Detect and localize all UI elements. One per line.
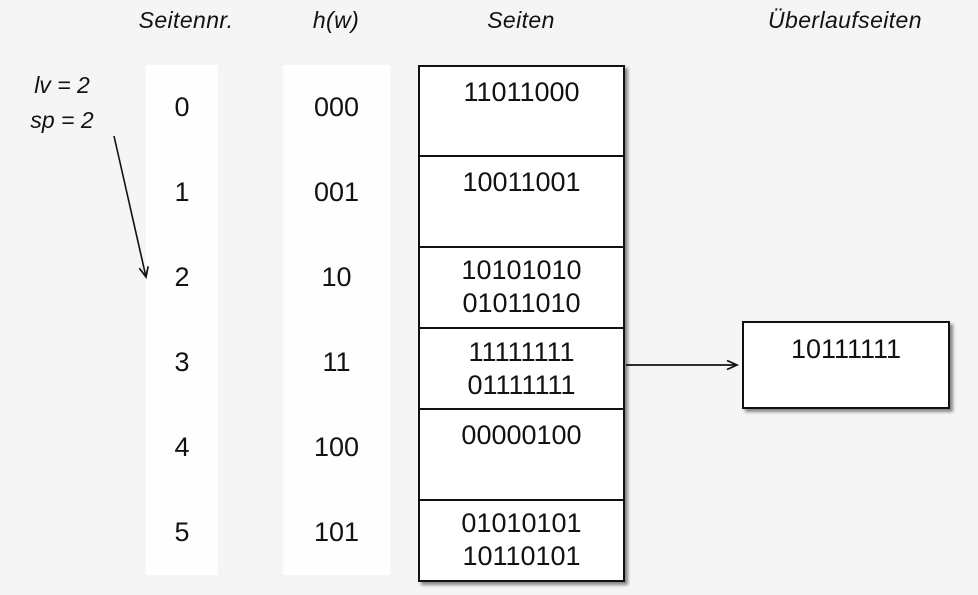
bucket-entry: 10101010 (461, 255, 582, 286)
page-bucket-row: 01010101 10110101 (420, 501, 623, 580)
pagenumber-cell: 2 (174, 262, 190, 292)
bucket-entry: 11111111 (468, 336, 575, 367)
pagenumber-cell: 5 (174, 517, 190, 547)
hash-cell: 000 (313, 92, 360, 122)
bucket-entry: 00000100 (461, 420, 582, 451)
overflow-page-box: 10111111 (742, 321, 950, 409)
page-bucket-row: 10101010 01011010 (420, 248, 623, 329)
hash-cell: 001 (313, 177, 360, 207)
overflow-entry: 10111111 (790, 334, 902, 364)
hash-cell: 10 (321, 262, 352, 292)
level-split-annotation: lv = 2 sp = 2 (20, 68, 104, 138)
pagenumber-cell: 3 (174, 347, 190, 377)
hash-cell: 101 (313, 517, 360, 547)
pagenumber-cell: 4 (174, 432, 190, 462)
pagenumber-column: 0 1 2 3 4 5 (146, 65, 218, 575)
column-header-ueberlaufseiten: Überlaufseiten (768, 7, 922, 33)
pagenumber-cell: 0 (174, 92, 190, 122)
page-bucket-row: 11111111 01111111 (420, 329, 623, 411)
bucket-entry: 01011010 (462, 288, 581, 319)
bucket-entry: 11011000 (463, 77, 580, 107)
annotation-lv: lv = 2 (34, 72, 90, 98)
hash-cell: 11 (322, 347, 351, 377)
page-bucket-row: 10011001 (420, 157, 623, 248)
pages-table: 11011000 10011001 10101010 01011010 1111… (418, 65, 625, 582)
annotation-sp: sp = 2 (30, 107, 94, 133)
column-header-hw: h(w) (312, 7, 360, 33)
page-bucket-row: 11011000 (420, 67, 623, 158)
annotation-arrow (113, 135, 146, 277)
bucket-entry: 10110101 (462, 541, 581, 572)
column-header-seiten: Seiten (487, 7, 555, 33)
bucket-entry: 01111111 (467, 369, 576, 400)
bucket-entry: 01010101 (461, 508, 582, 539)
page-bucket-row: 00000100 (420, 410, 623, 501)
hash-column: 000 001 10 11 100 101 (283, 65, 390, 575)
hash-cell: 100 (313, 432, 360, 462)
pagenumber-cell: 1 (174, 177, 190, 207)
bucket-entry: 10011001 (462, 167, 581, 198)
column-header-seitennr: Seitennr. (138, 7, 234, 33)
